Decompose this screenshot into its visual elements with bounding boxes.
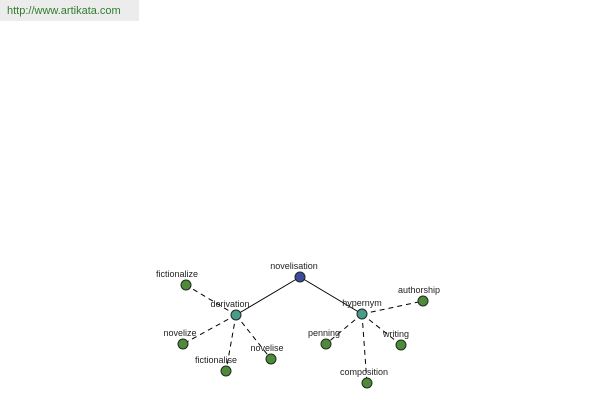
- node-novelisation[interactable]: [294, 271, 306, 283]
- edge-novelisation-derivation: [235, 276, 301, 316]
- node-fictionalise[interactable]: [220, 365, 232, 377]
- edge-derivation-fictionalise: [225, 314, 237, 372]
- node-penning[interactable]: [320, 338, 332, 350]
- node-label-composition[interactable]: composition: [340, 367, 388, 377]
- labels-layer: novelisation derivation hypernym fictionali…: [156, 261, 440, 377]
- edges-layer: [182, 276, 424, 384]
- node-label-novelise[interactable]: novelise: [250, 343, 283, 353]
- edge-hypernym-penning: [325, 313, 363, 345]
- edge-hypernym-authorship: [361, 300, 424, 315]
- node-hypernym[interactable]: [356, 308, 368, 320]
- node-label-fictionalize[interactable]: fictionalize: [156, 269, 198, 279]
- node-label-novelize[interactable]: novelize: [163, 328, 196, 338]
- node-label-fictionalise[interactable]: fictionalise: [195, 355, 237, 365]
- node-label-derivation[interactable]: derivation: [210, 299, 249, 309]
- edge-derivation-novelize: [182, 314, 237, 345]
- edge-hypernym-composition: [361, 313, 368, 384]
- node-novelize[interactable]: [177, 338, 189, 350]
- node-label-novelisation[interactable]: novelisation: [270, 261, 318, 271]
- nodes-layer: [177, 271, 429, 389]
- node-label-penning[interactable]: penning: [308, 328, 340, 338]
- node-label-hypernym[interactable]: hypernym: [342, 298, 382, 308]
- node-label-writing[interactable]: writing: [382, 329, 409, 339]
- node-composition[interactable]: [361, 377, 373, 389]
- node-label-authorship[interactable]: authorship: [398, 285, 440, 295]
- edge-novelisation-hypernym: [299, 276, 363, 315]
- node-novelise[interactable]: [265, 353, 277, 365]
- edge-derivation-novelise: [235, 314, 272, 360]
- node-writing[interactable]: [395, 339, 407, 351]
- node-authorship[interactable]: [417, 295, 429, 307]
- site-url-link[interactable]: http://www.artikata.com: [7, 5, 121, 17]
- node-derivation[interactable]: [230, 309, 242, 321]
- url-bar: http://www.artikata.com: [0, 0, 139, 21]
- edge-derivation-fictionalize: [185, 284, 237, 316]
- node-fictionalize[interactable]: [180, 279, 192, 291]
